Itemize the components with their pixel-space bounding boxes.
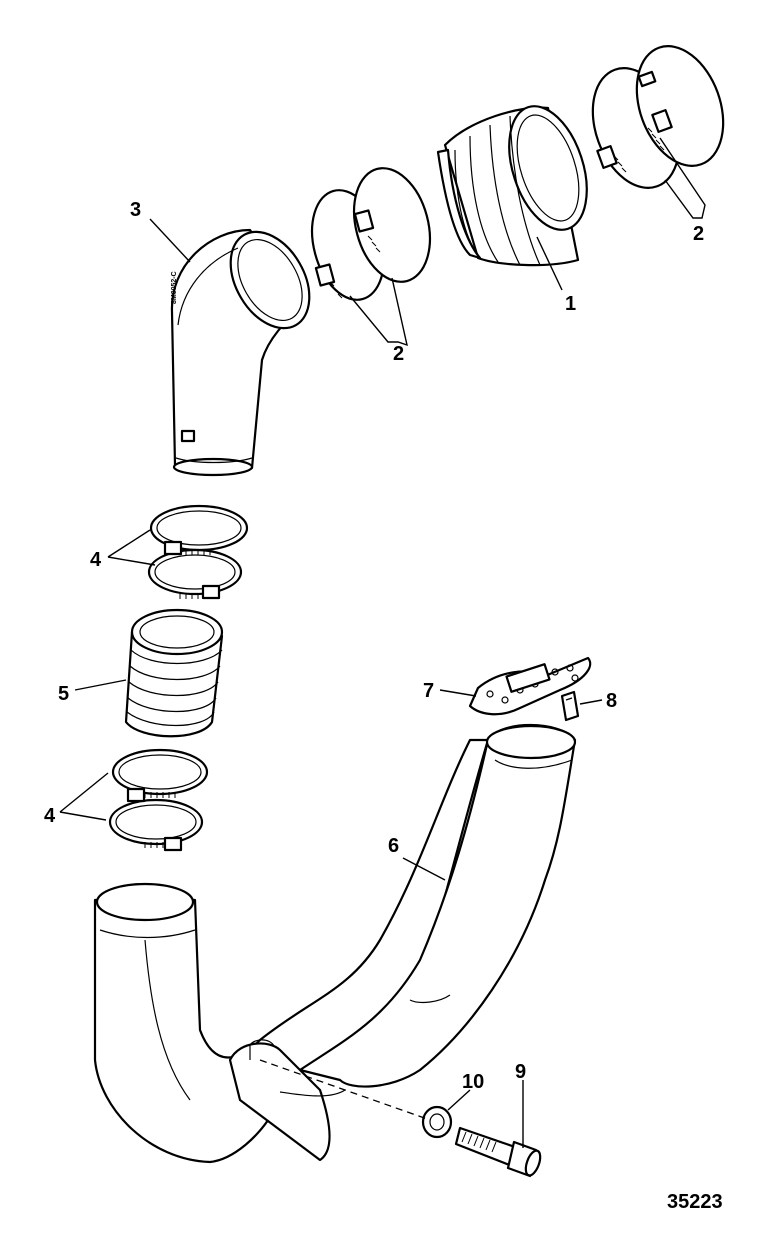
part-3-exhaust-elbow: 8M0052-C [170, 228, 311, 477]
callout-9: 9 [515, 1061, 526, 1083]
callout-3: 3 [130, 199, 141, 221]
callout-6: 6 [388, 835, 399, 857]
callout-1: 1 [565, 293, 576, 315]
callout-10: 10 [462, 1071, 484, 1093]
part-10-washer [421, 1105, 453, 1139]
part-6-exhaust-pipe [93, 724, 577, 1164]
leader-lines [59, 137, 706, 1148]
callout-5: 5 [58, 683, 69, 705]
callout-2-middle: 2 [393, 343, 404, 365]
bolt-axis-line [259, 1059, 431, 1121]
part-4-clamps-lower [108, 748, 209, 852]
figure-number: 35223 [667, 1191, 723, 1213]
elbow-part-marking: 8M0052-C [171, 271, 178, 304]
callout-4-lower: 4 [44, 805, 56, 827]
part-8-clip [560, 690, 580, 722]
part-4-clamps-upper [147, 504, 249, 600]
part-2-clamps-middle [311, 167, 431, 301]
part-9-bolt [454, 1126, 542, 1178]
callout-7: 7 [423, 680, 434, 702]
callout-8: 8 [606, 690, 617, 712]
part-7-gasket [468, 656, 592, 716]
callout-2-upper-right: 2 [693, 223, 704, 245]
part-5-corrugated-hose [124, 608, 224, 738]
part-1-bellows-coupler [436, 105, 588, 267]
callout-4-upper: 4 [90, 549, 102, 571]
part-2-clamps-upper-right [591, 45, 725, 189]
